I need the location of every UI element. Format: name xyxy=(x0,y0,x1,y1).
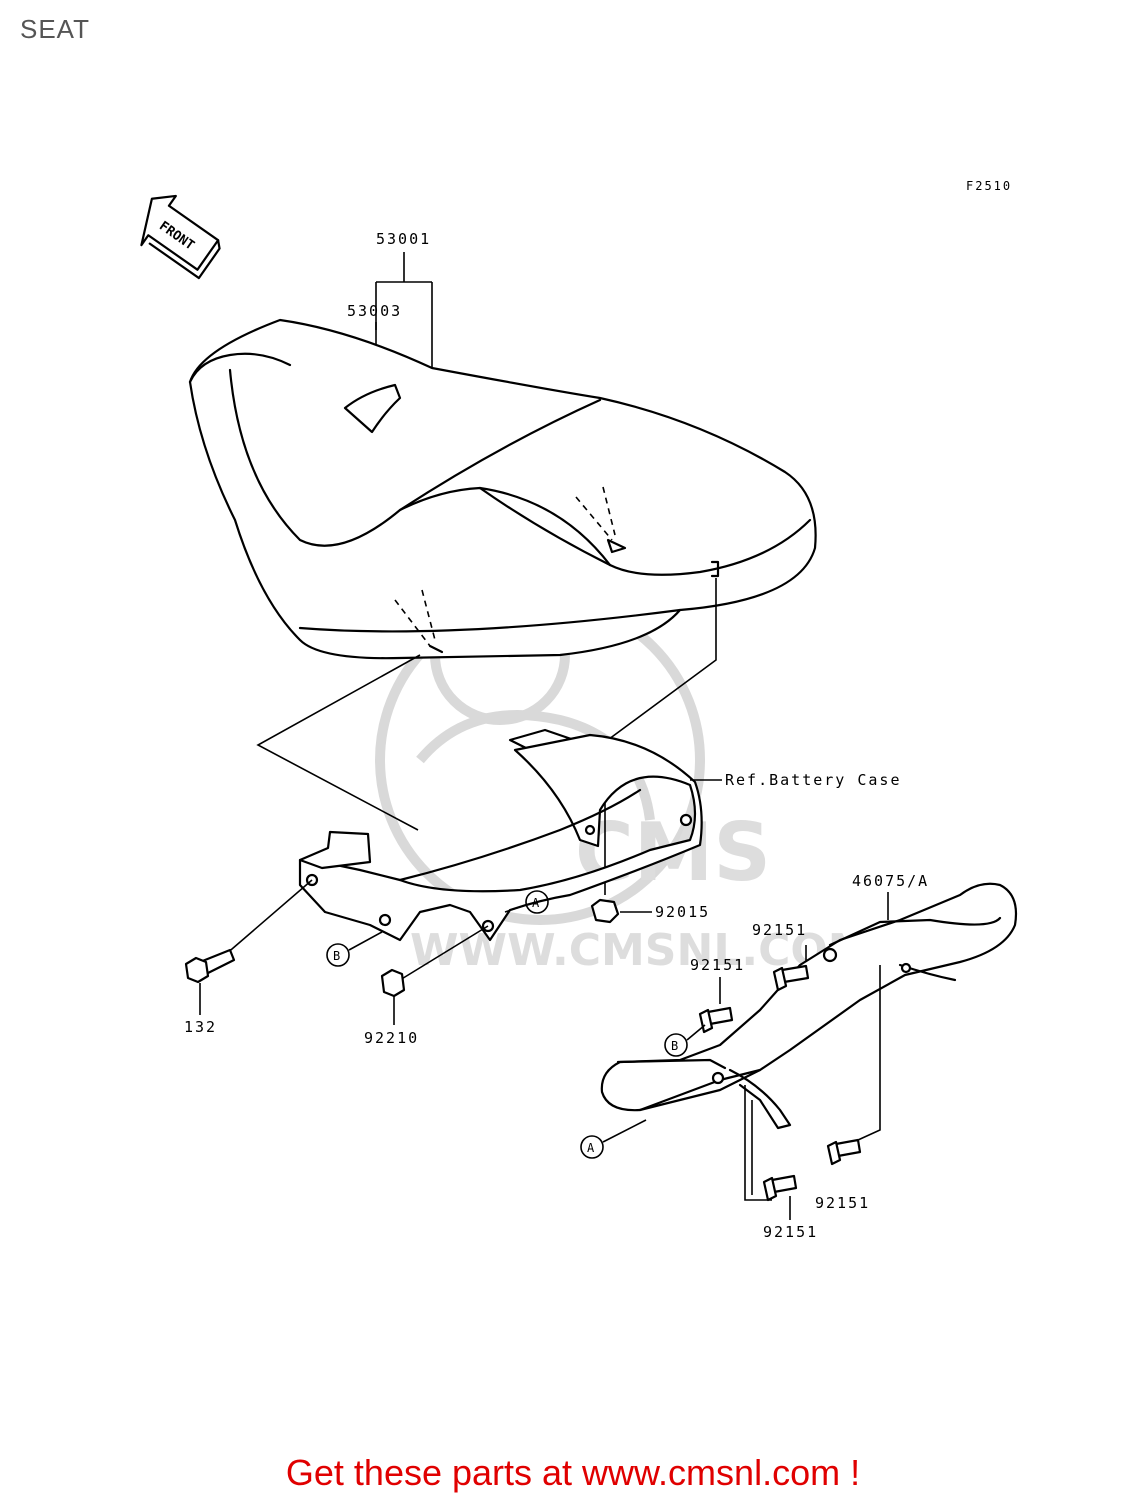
nut-92210 xyxy=(380,968,406,998)
grab-rail-front-tab xyxy=(616,1058,727,1070)
marker-b-rail-label: B xyxy=(671,1039,680,1053)
marker-a-bracket-leader xyxy=(504,904,527,913)
seat-stud xyxy=(710,560,720,578)
bracket-hole-4 xyxy=(584,824,596,836)
part-number-46075: 46075/A xyxy=(852,872,929,890)
rear-hook xyxy=(606,538,627,554)
bracket-body xyxy=(298,733,703,942)
part-number-132: 132 xyxy=(184,1018,217,1036)
part-number-92151-ur: 92151 xyxy=(752,921,807,939)
part-number-92151-lc: 92151 xyxy=(763,1223,818,1241)
grab-rail-hole-3 xyxy=(900,962,912,974)
leader-bolt-132 xyxy=(224,879,313,956)
leader-92151-lr xyxy=(857,965,881,1141)
hook-line-1 xyxy=(394,599,431,647)
part-number-53001: 53001 xyxy=(376,230,431,248)
grab-rail-rear-tab xyxy=(828,916,1002,947)
bolt-92151-ur-head xyxy=(772,966,788,992)
bolt-92151-lc-head xyxy=(762,1176,778,1202)
figure-code: F2510 xyxy=(966,179,1012,193)
part-number-92151-lr: 92151 xyxy=(815,1194,870,1212)
hook-line-2 xyxy=(421,589,436,641)
bolt-92151-lr-head xyxy=(826,1140,842,1166)
seat xyxy=(188,318,817,660)
seat-step-line xyxy=(398,398,602,512)
front-arrow-shadow xyxy=(148,239,221,280)
hook-line-3 xyxy=(575,496,613,541)
grab-rail xyxy=(600,882,1018,1130)
bolt-92151-ur-shank xyxy=(780,964,810,984)
marker-b-rail-leader xyxy=(686,1024,706,1041)
ref-battery-case-label: Ref.Battery Case xyxy=(725,771,902,789)
part-number-92151-ul: 92151 xyxy=(690,956,745,974)
marker-a-rail-label: A xyxy=(587,1141,596,1155)
marker-a-rail xyxy=(580,1135,604,1159)
grab-rail-body xyxy=(600,882,1018,1112)
bracket-hole-5 xyxy=(679,813,693,827)
leader-53001 xyxy=(375,252,433,368)
seat-bracket xyxy=(298,728,703,942)
seat-bottom-line xyxy=(298,608,682,633)
page-title: SEAT xyxy=(20,14,90,44)
grab-rail-support xyxy=(728,1068,792,1130)
leader-92015 xyxy=(604,578,717,895)
bracket-front-tab xyxy=(298,830,372,870)
leader-92151-lc-a xyxy=(744,1085,772,1201)
grab-rail-hole-1 xyxy=(822,947,838,963)
seat-front-edge xyxy=(188,352,292,384)
marker-b-rail xyxy=(664,1033,688,1057)
bracket-rail-upper xyxy=(398,788,642,882)
part-number-92210: 92210 xyxy=(364,1029,419,1047)
bolt-132-head xyxy=(184,956,210,984)
seat-step-seam xyxy=(478,486,612,567)
seat-rear-contour xyxy=(608,518,812,576)
hook-line-4 xyxy=(602,486,616,536)
seat-outline xyxy=(188,318,817,660)
marker-a-bracket xyxy=(525,890,549,914)
seat-label-sticker xyxy=(343,383,402,434)
front-arrow: FRONT xyxy=(140,194,221,280)
footer-promo-link[interactable]: Get these parts at www.cmsnl.com ! xyxy=(285,1452,861,1493)
leader-nut-92210 xyxy=(399,925,489,981)
bracket-hole-2 xyxy=(378,913,392,927)
marker-a-bracket-label: A xyxy=(532,896,541,910)
front-hook xyxy=(428,644,444,654)
marker-b-bracket xyxy=(326,943,350,967)
part-number-53003: 53003 xyxy=(347,302,402,320)
front-arrow-shape xyxy=(140,194,220,271)
marker-a-rail-leader xyxy=(602,1119,647,1143)
nut-92015 xyxy=(590,898,620,924)
grab-rail-hole-2 xyxy=(711,1071,725,1085)
leader-seat-front xyxy=(256,654,421,831)
parts-diagram: CMS WWW.CMSNL.COM F2510 FRONT 53001 5300… xyxy=(140,179,1018,1241)
part-number-92015: 92015 xyxy=(655,903,710,921)
grab-rail-lower-edge xyxy=(638,1068,762,1112)
marker-b-bracket-leader xyxy=(348,931,383,951)
marker-b-bracket-label: B xyxy=(333,949,342,963)
